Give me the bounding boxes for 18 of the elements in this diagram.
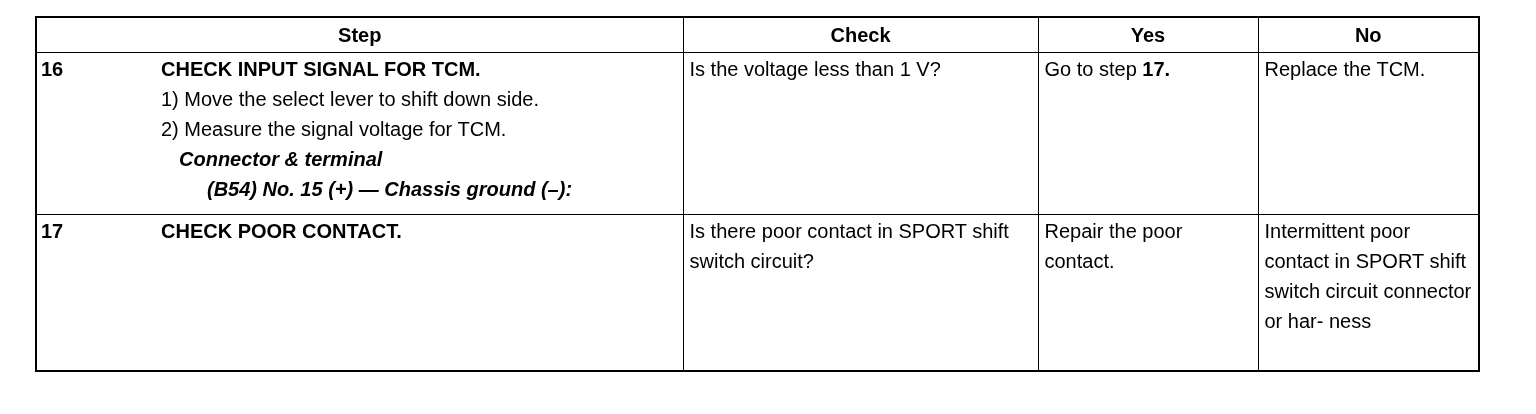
terminal-spec: (B54) No. 15 (+) — Chassis ground (–): <box>206 176 574 202</box>
step-number: 16 <box>41 56 65 82</box>
step-title: CHECK POOR CONTACT. <box>161 218 403 244</box>
yes-action: Repair the poor contact. <box>1044 218 1184 274</box>
terminal-spec: Connector & terminal <box>178 146 384 172</box>
step-title: CHECK INPUT SIGNAL FOR TCM. <box>161 56 482 82</box>
column-header: Check <box>829 22 892 48</box>
step-instruction: 2) Measure the signal voltage for TCM. <box>161 116 508 142</box>
yes-action: Go to step 17. <box>1044 56 1172 82</box>
no-action: Replace the TCM. <box>1264 56 1427 82</box>
step-instruction: 1) Move the select lever to shift down side. <box>161 86 540 112</box>
column-header: Step <box>337 22 383 48</box>
column-header: Yes <box>1129 22 1167 48</box>
column-header: No <box>1353 22 1383 48</box>
check-question: Is the voltage less than 1 V? <box>689 56 942 82</box>
check-question: Is there poor contact in SPORT shift switch circuit? <box>689 218 1010 274</box>
no-action: Intermittent poor contact in SPORT shift switch circuit connector or har- ness <box>1264 218 1472 334</box>
step-number: 17 <box>41 218 65 244</box>
